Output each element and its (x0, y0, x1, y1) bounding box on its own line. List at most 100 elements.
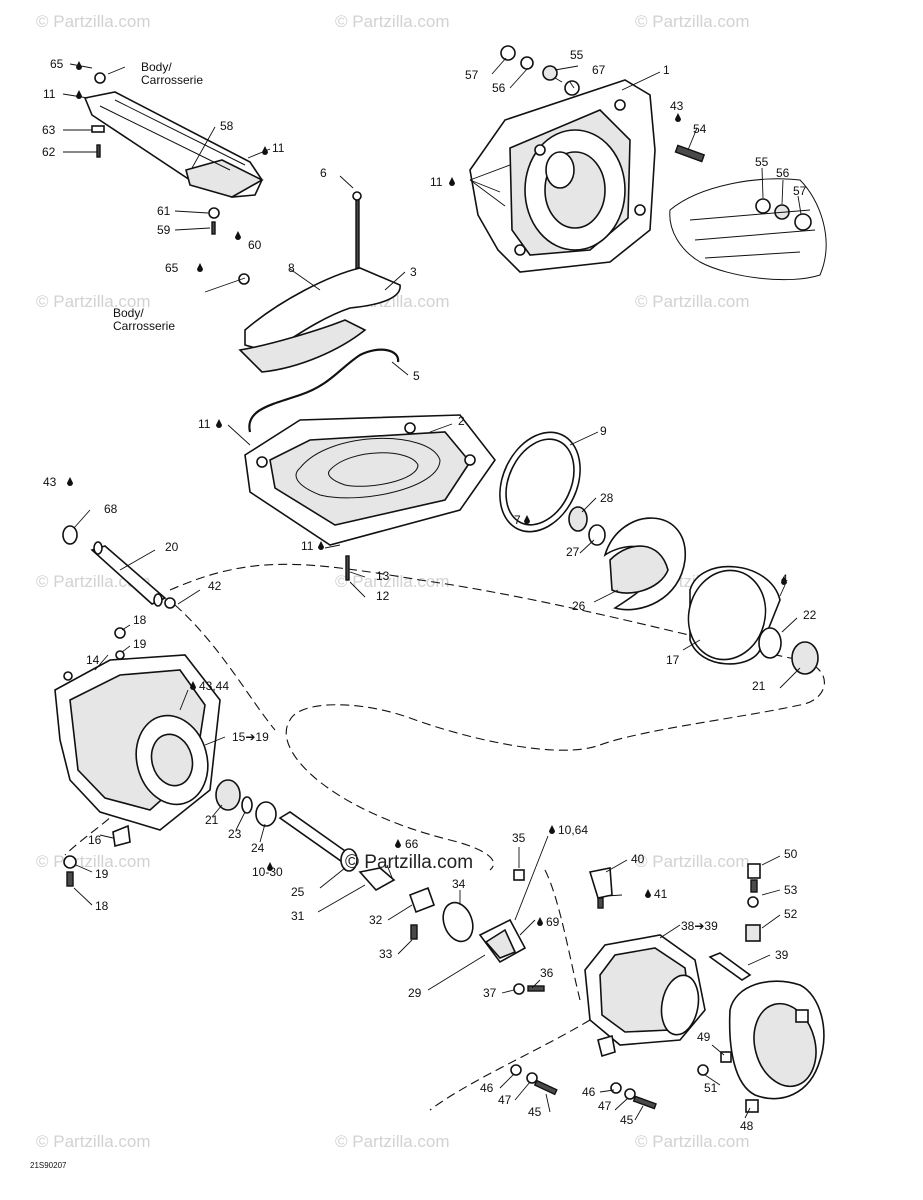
callout-label: 43 (43, 475, 57, 489)
callout-label: 53 (784, 883, 798, 897)
drop-icon (645, 889, 651, 898)
callout-label: 57 (793, 184, 807, 198)
callout-label: 29 (408, 986, 422, 1000)
drop-icon (549, 825, 555, 834)
seal-cord-part (248, 348, 400, 433)
callout-label: 1 (663, 63, 670, 77)
drop-icon (216, 419, 222, 428)
callout-label: 46 (480, 1081, 494, 1095)
callout-label: 63 (42, 123, 56, 137)
steering-nozzle-part (697, 863, 825, 1113)
callout-label: 60 (248, 238, 262, 252)
callout-label: 55 (755, 155, 769, 169)
callout-label: 43 (670, 99, 684, 113)
callout-labels: 65 65 11 11 11 11 11 63 62 58 61 59 60 6… (42, 48, 817, 1133)
drop-icon (76, 90, 82, 99)
venturi-cone-part (358, 867, 545, 995)
callout-label: 33 (379, 947, 393, 961)
watermark: © Partzilla.com (36, 292, 151, 311)
drop-icon (395, 839, 401, 848)
callout-label: 4 (781, 572, 788, 586)
callout-label: 43,44 (199, 679, 229, 693)
watermark: © Partzilla.com (36, 852, 151, 871)
callout-label: 38➔39 (681, 919, 718, 933)
callout-label: 50 (784, 847, 798, 861)
callout-label: 6 (320, 166, 327, 180)
callout-label: 19 (95, 867, 109, 881)
callout-label: 8 (288, 261, 295, 275)
drop-icon (524, 515, 530, 524)
watermark: © Partzilla.com (36, 1132, 151, 1151)
callout-label: 51 (704, 1081, 718, 1095)
callout-label: 47 (598, 1099, 612, 1113)
drop-icon (190, 681, 196, 690)
callout-label: 27 (566, 545, 580, 559)
callout-label: 45 (620, 1113, 634, 1127)
cross-support-part (238, 191, 401, 373)
drop-icon (537, 917, 543, 926)
callout-label: 3 (410, 265, 417, 279)
callout-label: 32 (369, 913, 383, 927)
callout-label: 36 (540, 966, 554, 980)
hull-reference-part (669, 178, 827, 281)
impeller-housing-part (687, 565, 781, 665)
callout-label: 52 (784, 907, 798, 921)
callout-label: 46 (582, 1085, 596, 1099)
body-label-line2: Carrosserie (113, 319, 175, 333)
callout-label: 28 (600, 491, 614, 505)
drive-shaft-part (62, 525, 176, 609)
callout-label: 11 (272, 141, 285, 155)
sealant-drop-icons (67, 61, 787, 926)
callout-label: 67 (592, 63, 606, 77)
center-watermark: © Partzilla.com (345, 852, 473, 873)
callout-label: 11 (430, 175, 443, 189)
callout-label: 13 (376, 569, 390, 583)
body-label-line1: Body/ (141, 60, 172, 74)
callout-label: 24 (251, 841, 265, 855)
fastener-stack-part (500, 45, 812, 231)
callout-label: 11 (198, 417, 211, 431)
callout-label: 22 (803, 608, 817, 622)
cone-bearing-part (758, 627, 819, 675)
watermark: © Partzilla.com (635, 1132, 750, 1151)
callout-label: 56 (492, 81, 506, 95)
watermark: © Partzilla.com (635, 292, 750, 311)
callout-label: 19 (133, 637, 147, 651)
callout-label: 57 (465, 68, 479, 82)
callout-label: 16 (88, 833, 102, 847)
callout-label: 59 (157, 223, 171, 237)
drop-icon (267, 862, 273, 871)
callout-label: 21 (205, 813, 219, 827)
bearing-part (568, 506, 606, 546)
callout-label: 49 (697, 1030, 711, 1044)
callout-label: 62 (42, 145, 56, 159)
venturi-nozzle-part (584, 867, 752, 1058)
leader-lines (62, 57, 802, 1121)
callout-label: 17 (666, 653, 680, 667)
watermark: © Partzilla.com (335, 12, 450, 31)
support-bracket-part (83, 72, 264, 235)
callout-label: 56 (776, 166, 790, 180)
callout-label: 66 (405, 837, 419, 851)
callout-label: 41 (654, 887, 668, 901)
callout-label: 14 (86, 653, 100, 667)
body-label-mid: Body/ Carrosserie (113, 306, 175, 333)
watermark: © Partzilla.com (36, 12, 151, 31)
callout-label: 39 (775, 948, 789, 962)
callout-label: 55 (570, 48, 584, 62)
callout-label: 65 (50, 57, 64, 71)
callout-label: 10-30 (252, 865, 283, 879)
drop-icon (262, 146, 268, 155)
callout-label: 26 (572, 599, 586, 613)
callout-label: 11 (43, 87, 56, 101)
callout-label: 10,64 (558, 823, 588, 837)
watermark: © Partzilla.com (635, 852, 750, 871)
drop-icon (235, 231, 241, 240)
callout-label: 35 (512, 831, 526, 845)
callout-label: 37 (483, 986, 497, 1000)
callout-label: 2 (458, 414, 465, 428)
impeller-part (603, 517, 686, 611)
drop-icon (675, 113, 681, 122)
